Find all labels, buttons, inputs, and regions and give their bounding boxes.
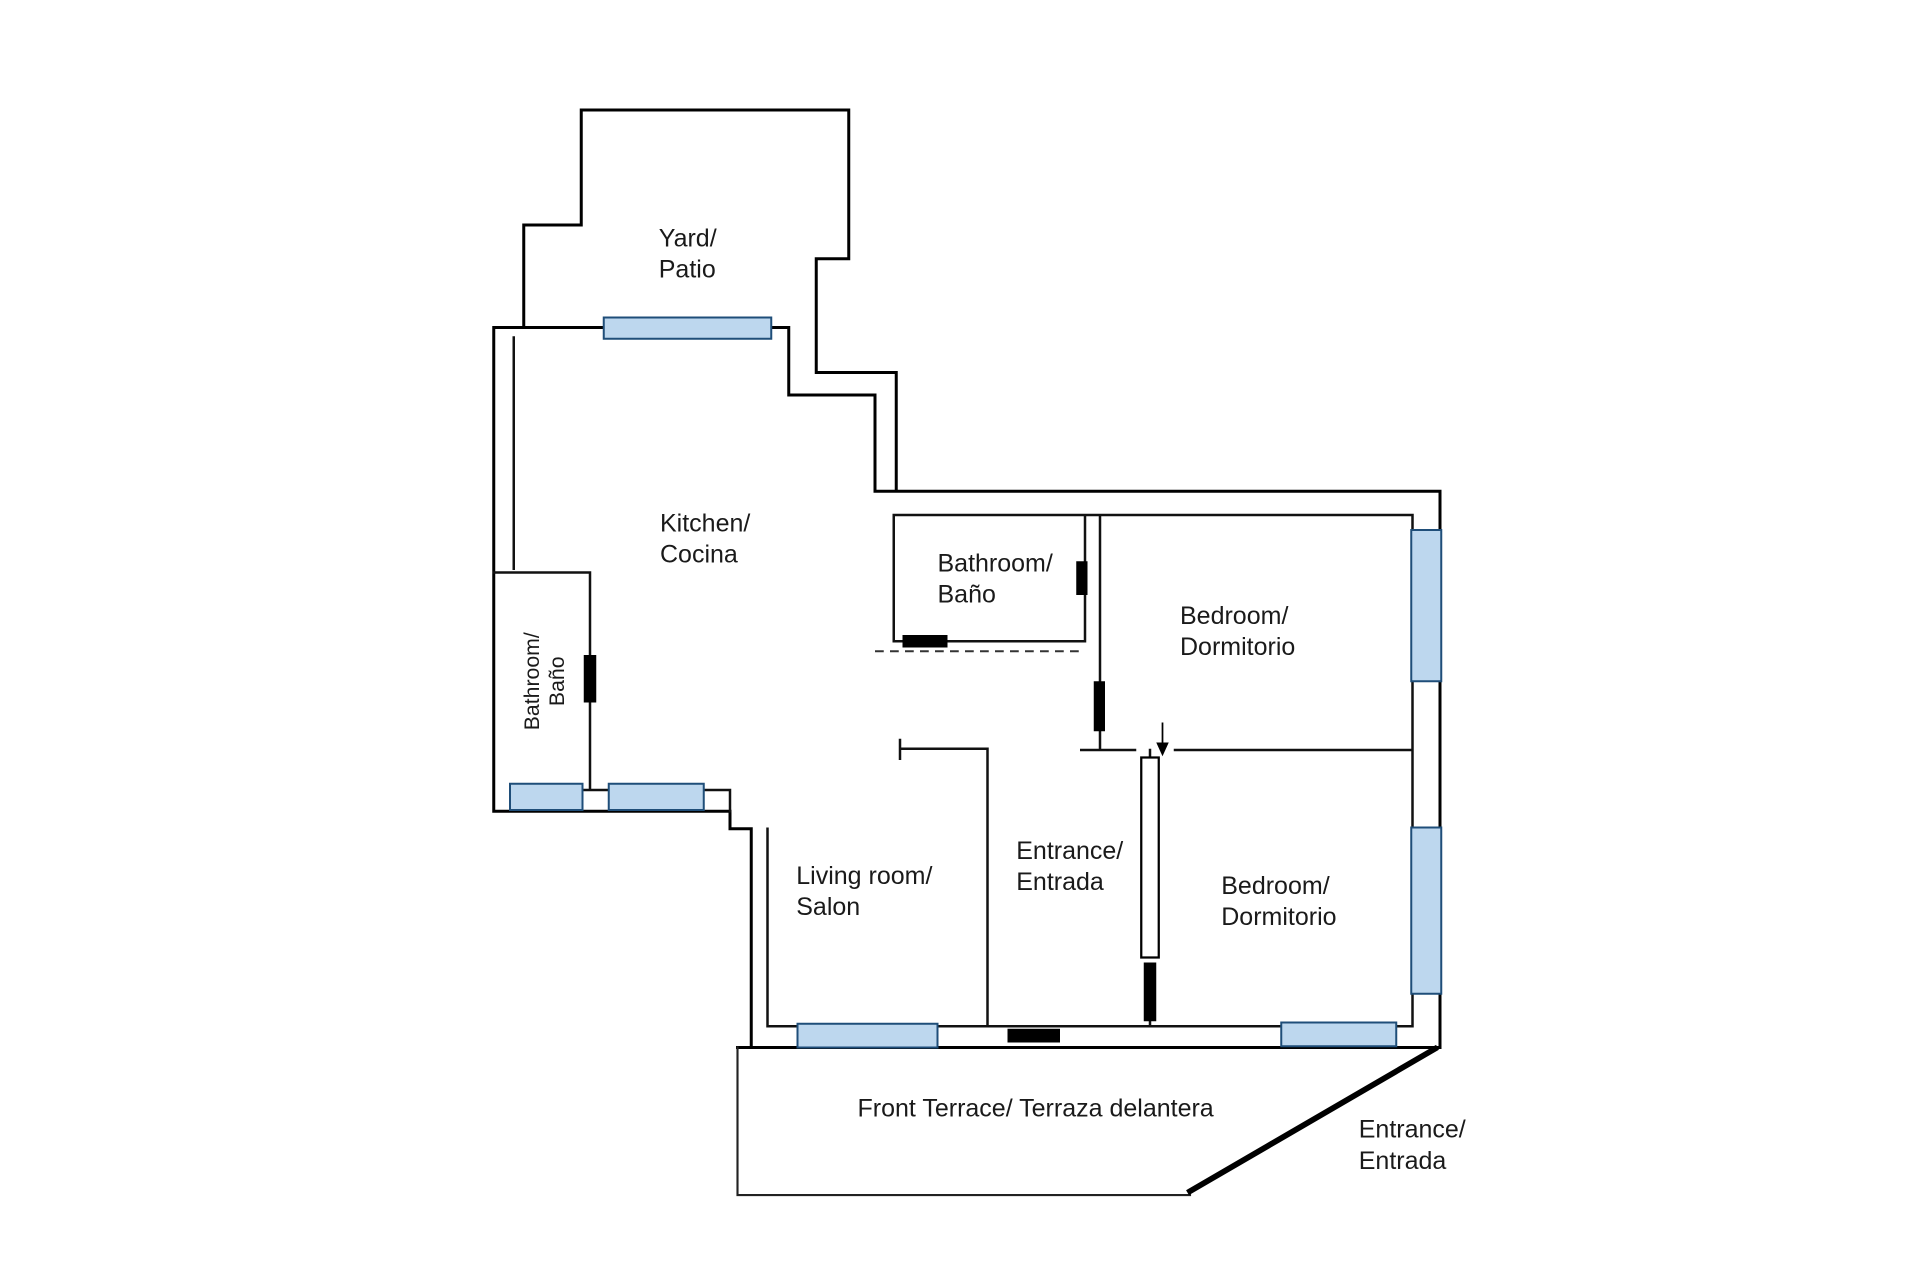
room-label-kitchen: Kitchen/ Cocina	[660, 509, 750, 568]
direction-arrow	[1156, 722, 1169, 757]
label-line: Entrada	[1016, 868, 1104, 896]
label-line: Dormitorio	[1180, 633, 1295, 661]
label-line: Entrance/	[1016, 837, 1123, 865]
window-bedroom-top-side	[1410, 529, 1443, 683]
window-bathroom-small	[509, 782, 584, 811]
window-bedroom-bottom	[1280, 1021, 1398, 1048]
room-label-bedroom-bottom: Bedroom/ Dormitorio	[1221, 872, 1336, 931]
label-line: Salon	[796, 893, 860, 921]
label-line: Bedroom/	[1221, 872, 1329, 900]
label-line: Living room/	[796, 862, 932, 890]
room-label-bathroom-small: Bathroom/ Baño	[520, 632, 569, 730]
room-label-entrance-hall: Entrance/ Entrada	[1016, 837, 1123, 896]
room-label-front-terrace: Front Terrace/ Terraza delantera	[858, 1094, 1214, 1122]
room-label-living-room: Living room/ Salon	[796, 862, 932, 921]
label-line: Entrada	[1359, 1147, 1447, 1175]
label-line: Kitchen/	[660, 509, 750, 537]
label-line: Baño	[545, 656, 569, 706]
room-label-entrance-outside: Entrance/ Entrada	[1359, 1116, 1466, 1175]
label-line: Yard/	[659, 224, 717, 252]
room-labels: Yard/ Patio Kitchen/ Cocina Bathroom/ Ba…	[520, 224, 1466, 1175]
entrance-diagonal-wall	[1186, 1044, 1439, 1196]
terrace-outline	[736, 1046, 1192, 1197]
label-line: Entrance/	[1359, 1116, 1466, 1144]
room-label-bedroom-top: Bedroom/ Dormitorio	[1180, 602, 1295, 661]
window-kitchen	[607, 782, 705, 811]
door-bathroom-small	[583, 655, 597, 703]
door-bedroom-bottom	[1143, 962, 1157, 1022]
label-line: Bedroom/	[1180, 602, 1288, 630]
window-bedroom-bottom-side	[1410, 826, 1443, 995]
window-yard	[602, 316, 773, 340]
label-line: Baño	[938, 581, 996, 609]
door-hall-bedroom-top	[1093, 681, 1105, 732]
label-line: Cocina	[660, 541, 738, 569]
label-line: Front Terrace/ Terraza delantera	[858, 1094, 1214, 1122]
door-bathroom-main	[902, 635, 948, 648]
room-label-bathroom-main: Bathroom/ Baño	[938, 549, 1053, 608]
door-panel-bedroom-bottom	[1140, 756, 1160, 959]
windows	[509, 316, 1443, 1049]
label-line: Patio	[659, 256, 716, 284]
window-living-room	[796, 1022, 939, 1049]
room-label-yard: Yard/ Patio	[659, 224, 717, 283]
label-line: Bathroom/	[938, 549, 1053, 577]
door-bathroom-bedroom	[1076, 561, 1088, 595]
doors	[583, 561, 1169, 1043]
label-line: Dormitorio	[1221, 903, 1336, 931]
door-main-entrance	[1007, 1028, 1060, 1043]
label-line: Bathroom/	[520, 632, 544, 730]
walls	[492, 108, 1442, 1197]
